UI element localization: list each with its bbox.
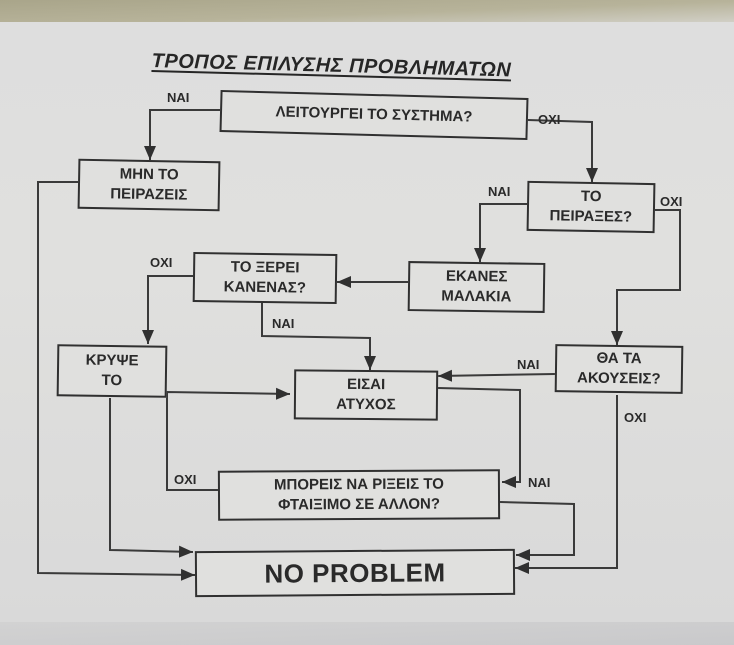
node-dont-touch: ΜΗΝ ΤΟ ΠΕΙΡΑΖΕΙΣ <box>77 158 221 212</box>
label-works-yes: ΝΑΙ <box>167 90 190 105</box>
label-works-no: ΟΧΙ <box>538 112 561 127</box>
label-touched-yes: ΝΑΙ <box>488 184 511 199</box>
label-yelled-yes: ΝΑΙ <box>517 357 540 372</box>
node-did-you-touch: ΤΟ ΠΕΙΡΑΞΕΣ? <box>526 180 656 234</box>
node-blame-someone-else: ΜΠΟΡΕΙΣ ΝΑ ΡΙΞΕΙΣ ΤΟ ΦΤΑΙΞΙΜΟ ΣΕ ΑΛΛΟΝ? <box>217 469 501 521</box>
label-knows-no: ΟΧΙ <box>150 255 173 270</box>
label-yelled-no: ΟΧΙ <box>624 410 647 425</box>
node-hide-it: ΚΡΥΨΕ ΤΟ <box>56 344 168 398</box>
node-no-problem: NO PROBLEM <box>194 548 516 598</box>
node-system-works: ΛΕΙΤΟΥΡΓΕΙ ΤΟ ΣΥΣΤΗΜΑ? <box>219 89 529 141</box>
node-you-messed-up: ΕΚΑΝΕΣ ΜΑΛΑΚΙΑ <box>407 261 546 313</box>
node-you-are-unlucky: ΕΙΣΑΙ ΑΤΥΧΟΣ <box>293 369 439 421</box>
label-blame-no: ΟΧΙ <box>174 472 197 487</box>
label-touched-no: ΟΧΙ <box>660 194 683 209</box>
node-will-you-get-yelled: ΘΑ ΤΑ ΑΚΟΥΣΕΙΣ? <box>554 344 684 394</box>
node-does-anyone-know: ΤΟ ΞΕΡΕΙ ΚΑΝΕΝΑΣ? <box>192 251 338 305</box>
label-blame-yes: ΝΑΙ <box>528 475 551 490</box>
label-knows-yes: ΝΑΙ <box>272 316 295 331</box>
